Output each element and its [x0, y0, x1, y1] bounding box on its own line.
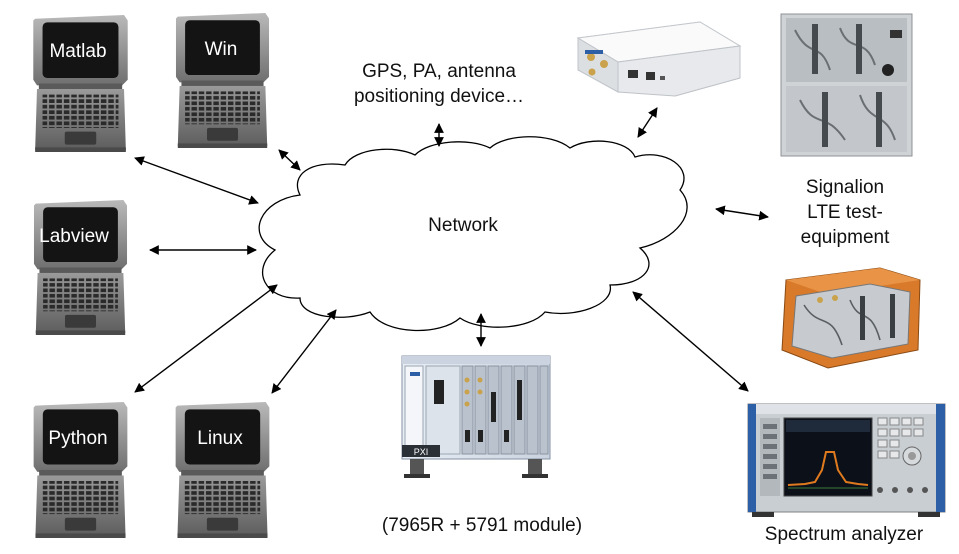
- rack-equipment-icon: [780, 13, 913, 157]
- cloud-label: Network: [428, 215, 498, 236]
- connection-arrows: [134, 107, 769, 394]
- computer-label: Linux: [197, 428, 243, 449]
- signalion-label-line3: equipment: [801, 227, 890, 248]
- gps-label-line2: positioning device…: [354, 86, 524, 107]
- computer-labview: Labview: [33, 200, 128, 335]
- signalion-label-line2: LTE test-: [807, 202, 883, 223]
- signalion-device-icon: [781, 267, 921, 369]
- spectrum-analyzer-icon: [747, 403, 946, 517]
- laptop-icon: [175, 402, 270, 538]
- computer-label: Matlab: [49, 41, 106, 62]
- computer-linux: Linux: [175, 402, 270, 538]
- pxi-chassis-icon: PXI: [401, 355, 551, 478]
- laptop-icon: [33, 200, 128, 335]
- laptop-icon: [33, 402, 128, 538]
- gps-label-line1: GPS, PA, antenna: [362, 61, 516, 82]
- signalion-label-line1: Signalion: [806, 177, 884, 198]
- pxi-badge: PXI: [414, 447, 429, 457]
- computer-label: Labview: [39, 226, 109, 247]
- laptop-icon: [33, 15, 128, 152]
- laptop-icon: [175, 13, 270, 148]
- computer-label: Python: [48, 428, 107, 449]
- computer-label: Win: [205, 39, 238, 60]
- pxi-caption: (7965R + 5791 module): [382, 515, 582, 536]
- computer-matlab: Matlab: [33, 15, 128, 152]
- computer-win: Win: [175, 13, 270, 148]
- computer-python: Python: [33, 402, 128, 538]
- spectrum-caption: Spectrum analyzer: [765, 524, 924, 545]
- usrp-device-icon: [576, 21, 742, 97]
